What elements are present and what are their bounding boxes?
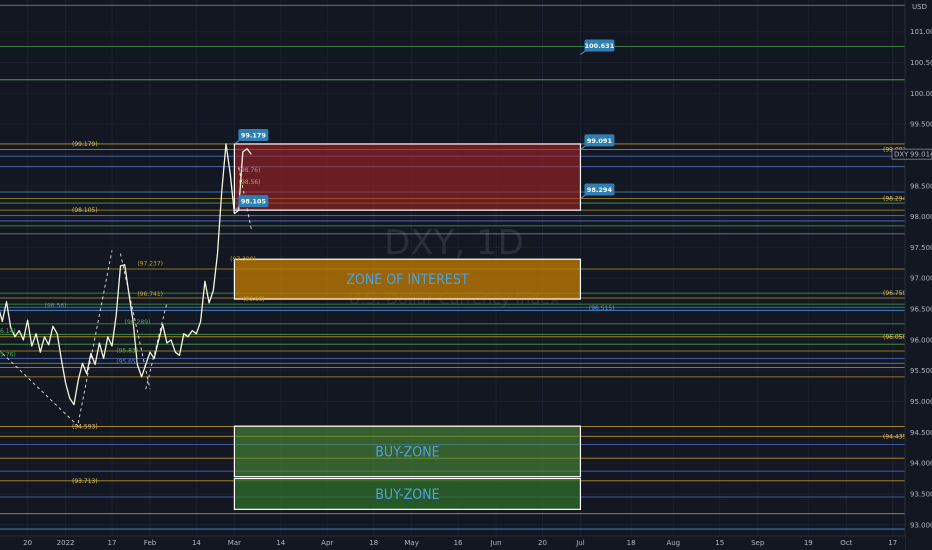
level-labels: (99.179)(99.091)(98.294)(98.105)(96.759)… (0, 141, 909, 485)
time-tick-label: 14 (192, 539, 201, 547)
callout-label: 99.179 (241, 131, 267, 139)
chart-level-label: (97.309) (230, 256, 256, 263)
zone-rect (233, 425, 582, 478)
level-label-right: (94.435) (883, 433, 909, 440)
chart-level-label: (96.741) (137, 291, 163, 298)
price-tick-label: 98.000 (910, 213, 932, 221)
price-callouts: 100.631 99.179 99.091 98.105 98.294 (234, 39, 615, 211)
current-price-symbol: DXY (894, 151, 909, 159)
level-label-left: (98.105) (72, 207, 98, 214)
time-tick-label: 2022 (57, 539, 75, 547)
chart-level-label: (96.14) (0, 328, 16, 335)
callout-box (238, 195, 269, 208)
trend-line (77, 250, 113, 424)
callout-box (584, 134, 615, 147)
callout-box (584, 39, 615, 52)
time-tick-label: 14 (276, 539, 285, 547)
price-tick-label: 93.000 (910, 521, 932, 529)
callout-box (584, 183, 615, 196)
zones: ZONE OF INTEREST BUY-ZONE BUY-ZONE (233, 143, 582, 510)
price-tick-label: 100.500 (910, 59, 932, 67)
level-label-right: (96.050) (883, 334, 909, 341)
time-tick-label: 17 (888, 539, 897, 547)
price-tick-label: 95.500 (910, 367, 932, 375)
price-tick-label: 97.500 (910, 244, 932, 252)
time-tick-label: 18 (369, 539, 378, 547)
price-tick-label: 94.500 (910, 429, 932, 437)
time-tick-label: Aug (666, 539, 680, 547)
watermark-symbol: DXY, 1D (384, 223, 524, 263)
chart-level-label: (96.56) (45, 302, 67, 309)
price-tick-label: 96.000 (910, 336, 932, 344)
time-tick-label: Jul (575, 539, 585, 547)
axis-currency-label: USD (912, 3, 927, 11)
level-label-left: (99.179) (72, 141, 98, 148)
time-tick-label: Feb (144, 539, 157, 547)
price-series (0, 143, 252, 406)
chart-level-label: (98.56) (239, 179, 261, 186)
zone-label: BUY-ZONE (375, 487, 439, 503)
chart-level-label: (96.289) (125, 319, 151, 326)
price-axis-bg (905, 0, 932, 550)
time-tick-label: Jun (490, 539, 502, 547)
level-label-left: (94.593) (72, 424, 98, 431)
callout-label: 99.091 (587, 137, 613, 145)
time-axis[interactable]: 20 2022 17 Feb 14 Mar 14 Apr 18 May 16 Jun 20 Jul 18 Au… (0, 535, 905, 550)
time-tick-label: Oct (840, 539, 852, 547)
zone-label: BUY-ZONE (375, 444, 439, 460)
level-label-left: (93.713) (72, 478, 98, 485)
zone-label: ZONE OF INTEREST (346, 272, 469, 288)
price-tick-label: 99.500 (910, 121, 932, 129)
chart-level-label: (96.515) (589, 305, 615, 312)
time-tick-label: 20 (538, 539, 547, 547)
current-price-box (891, 148, 932, 160)
zone-rect (233, 143, 582, 211)
current-price-marker: DXY 99.014 (891, 148, 932, 160)
chart-level-label: (97.237) (137, 261, 163, 268)
price-tick-label: 93.500 (910, 490, 932, 498)
time-tick-label: Mar (228, 539, 241, 547)
trend-line (145, 302, 168, 390)
callout-label: 98.294 (587, 186, 613, 194)
time-tick-label: Apr (321, 539, 333, 547)
price-tick-label: 94.000 (910, 460, 932, 468)
chart-level-label: (98.76) (239, 167, 261, 174)
price-tick-label: 100.000 (910, 90, 932, 98)
price-tick-label: 97.000 (910, 275, 932, 283)
level-label-right: (96.759) (883, 290, 909, 297)
price-axis[interactable]: USD101.000100.500100.00099.50099.00098.5… (904, 0, 932, 550)
time-tick-label: 15 (715, 539, 724, 547)
time-tick-label: 19 (804, 539, 813, 547)
horizontal-levels (0, 4, 905, 530)
chart-level-label: (95.65) (116, 358, 138, 365)
current-price-value: 99.014 (910, 151, 932, 159)
time-tick-label: 18 (627, 539, 636, 547)
time-tick-label: 16 (454, 539, 463, 547)
time-axis-bg (0, 536, 905, 550)
price-line (0, 143, 252, 406)
callout-box (238, 128, 269, 141)
chart-level-label: (95.83) (116, 347, 138, 354)
time-tick-label: 17 (108, 539, 117, 547)
price-tick-label: 96.500 (910, 306, 932, 314)
callout-label: 100.631 (585, 42, 615, 50)
chart-level-label: (96.66) (243, 296, 265, 303)
zone-rect (233, 477, 582, 510)
price-tick-label: 101.000 (910, 28, 932, 36)
callout-label: 98.105 (241, 198, 267, 206)
level-label-right: (98.294) (883, 195, 909, 202)
time-tick-label: May (404, 539, 418, 547)
chart-level-label: (95.76) (0, 352, 16, 359)
time-tick-label: Sep (751, 539, 765, 547)
price-tick-label: 95.000 (910, 398, 932, 406)
time-tick-label: 20 (23, 539, 32, 547)
zone-rect (233, 258, 582, 300)
trend-line (0, 350, 79, 427)
price-tick-label: 98.500 (910, 182, 932, 190)
